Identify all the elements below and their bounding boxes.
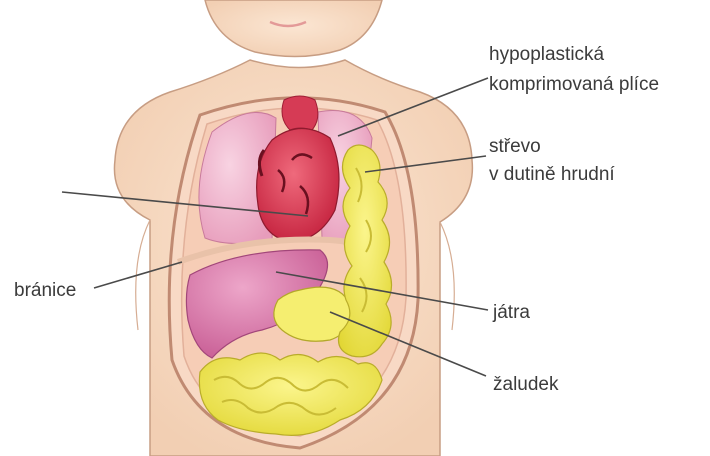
label-bowel-line2: v dutině hrudní: [489, 164, 615, 185]
label-lung-line2: komprimovaná plíce: [489, 74, 659, 95]
label-liver: játra: [492, 302, 530, 323]
label-diaphragm: bránice: [14, 280, 76, 301]
label-lung-line1: hypoplastická: [489, 44, 605, 65]
label-bowel-line1: střevo: [489, 136, 541, 157]
label-stomach: žaludek: [493, 374, 559, 395]
